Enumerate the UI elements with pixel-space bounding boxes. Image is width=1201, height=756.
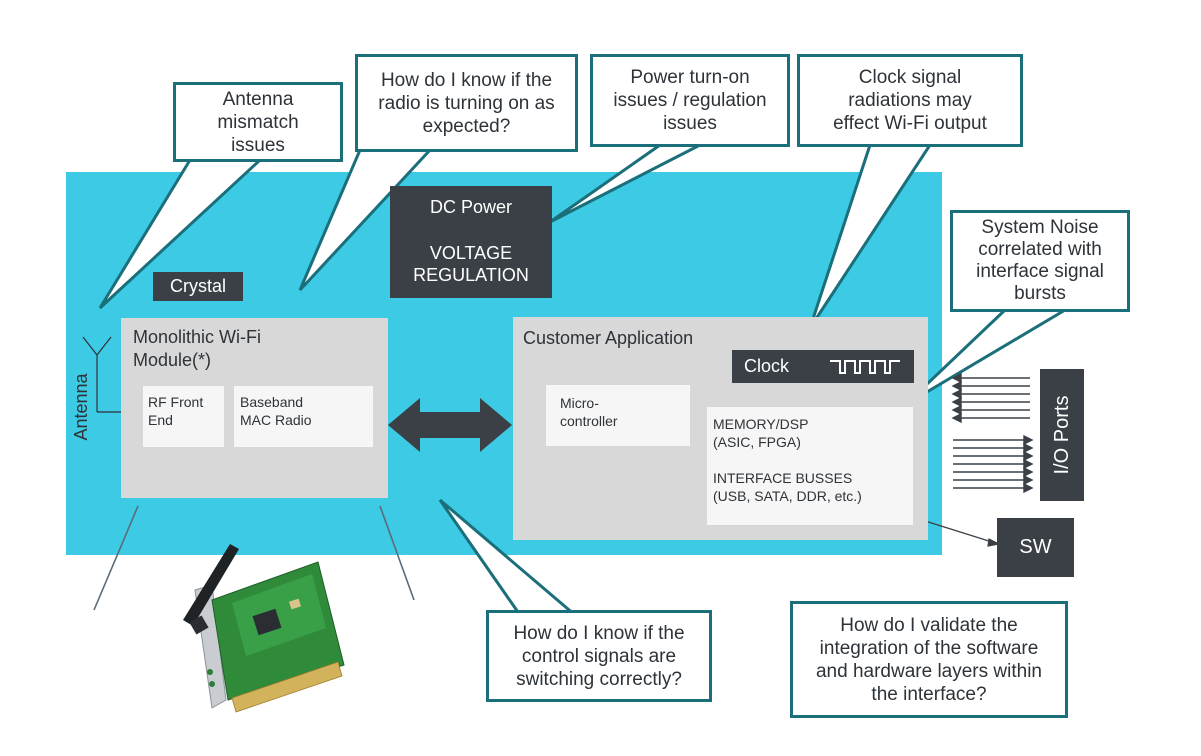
customer-application-title: Customer Application — [523, 328, 694, 348]
voltage-regulation-label: VOLTAGE REGULATION — [413, 243, 529, 285]
memory-dsp-label: MEMORY/DSP (ASIC, FPGA) — [713, 416, 809, 450]
callout-software-integration: How do I validate the integration of the… — [790, 601, 1068, 718]
clock-block: Clock — [732, 350, 914, 383]
antenna-label: Antenna — [71, 373, 91, 441]
rf-front-end-block: RF Front End — [143, 386, 224, 447]
io-ports-label: I/O Ports — [1051, 395, 1073, 475]
module-leader-left — [93, 505, 139, 611]
square-wave-icon — [830, 360, 900, 374]
callout-system-noise-text: System Noise correlated with interface s… — [976, 217, 1104, 304]
callout-software-integration-text: How do I validate the integration of the… — [815, 614, 1042, 705]
customer-application-block: Customer Application Micro- controller M… — [513, 317, 928, 540]
callout-radio-turn-on-text: How do I know if the radio is turning on… — [378, 69, 555, 137]
bus-double-arrow — [388, 398, 512, 452]
io-ports-block: I/O Ports — [1040, 369, 1084, 501]
rf-front-end-label: RF Front End — [148, 394, 204, 428]
baseband-label: Baseband MAC Radio — [240, 394, 312, 428]
io-input-arrows — [951, 372, 1030, 424]
callout-power-regulation-text: Power turn-on issues / regulation issues — [613, 67, 767, 134]
wifi-module-title: Monolithic Wi-Fi Module(*) — [133, 327, 262, 370]
callout-radio-turn-on: How do I know if the radio is turning on… — [355, 54, 578, 152]
callout-clock-radiation: Clock signal radiations may effect Wi-Fi… — [797, 54, 1023, 147]
callout-pointer-clock — [808, 143, 933, 329]
microcontroller-label: Micro- controller — [560, 395, 618, 429]
sw-block: SW — [997, 518, 1074, 577]
callout-antenna-mismatch: Antenna mismatch issues — [173, 82, 343, 162]
callout-power-regulation: Power turn-on issues / regulation issues — [590, 54, 790, 147]
crystal-label: Crystal — [169, 276, 226, 296]
clock-label: Clock — [744, 356, 790, 376]
dc-power-block: DC Power VOLTAGE REGULATION — [390, 186, 552, 298]
callout-system-noise: System Noise correlated with interface s… — [950, 210, 1130, 312]
memory-interface-block: MEMORY/DSP (ASIC, FPGA) INTERFACE BUSSES… — [707, 407, 913, 525]
module-leader-right — [379, 505, 415, 601]
wifi-card-photo — [183, 544, 345, 713]
callout-clock-radiation-text: Clock signal radiations may effect Wi-Fi… — [833, 67, 987, 134]
interface-busses-label: INTERFACE BUSSES (USB, SATA, DDR, etc.) — [713, 470, 862, 504]
baseband-block: Baseband MAC Radio — [234, 386, 373, 447]
callout-control-signals-text: How do I know if the control signals are… — [513, 622, 685, 690]
callout-control-signals: How do I know if the control signals are… — [486, 610, 712, 702]
crystal-block: Crystal — [153, 272, 243, 301]
dc-power-label: DC Power — [429, 197, 513, 217]
callout-pointer-power — [549, 143, 701, 224]
callout-antenna-mismatch-text: Antenna mismatch issues — [217, 88, 299, 156]
io-output-arrows — [953, 434, 1034, 494]
wifi-module-block: Monolithic Wi-Fi Module(*) RF Front End … — [121, 318, 388, 498]
microcontroller-block: Micro- controller — [546, 385, 690, 446]
sw-label: SW — [1019, 536, 1052, 558]
